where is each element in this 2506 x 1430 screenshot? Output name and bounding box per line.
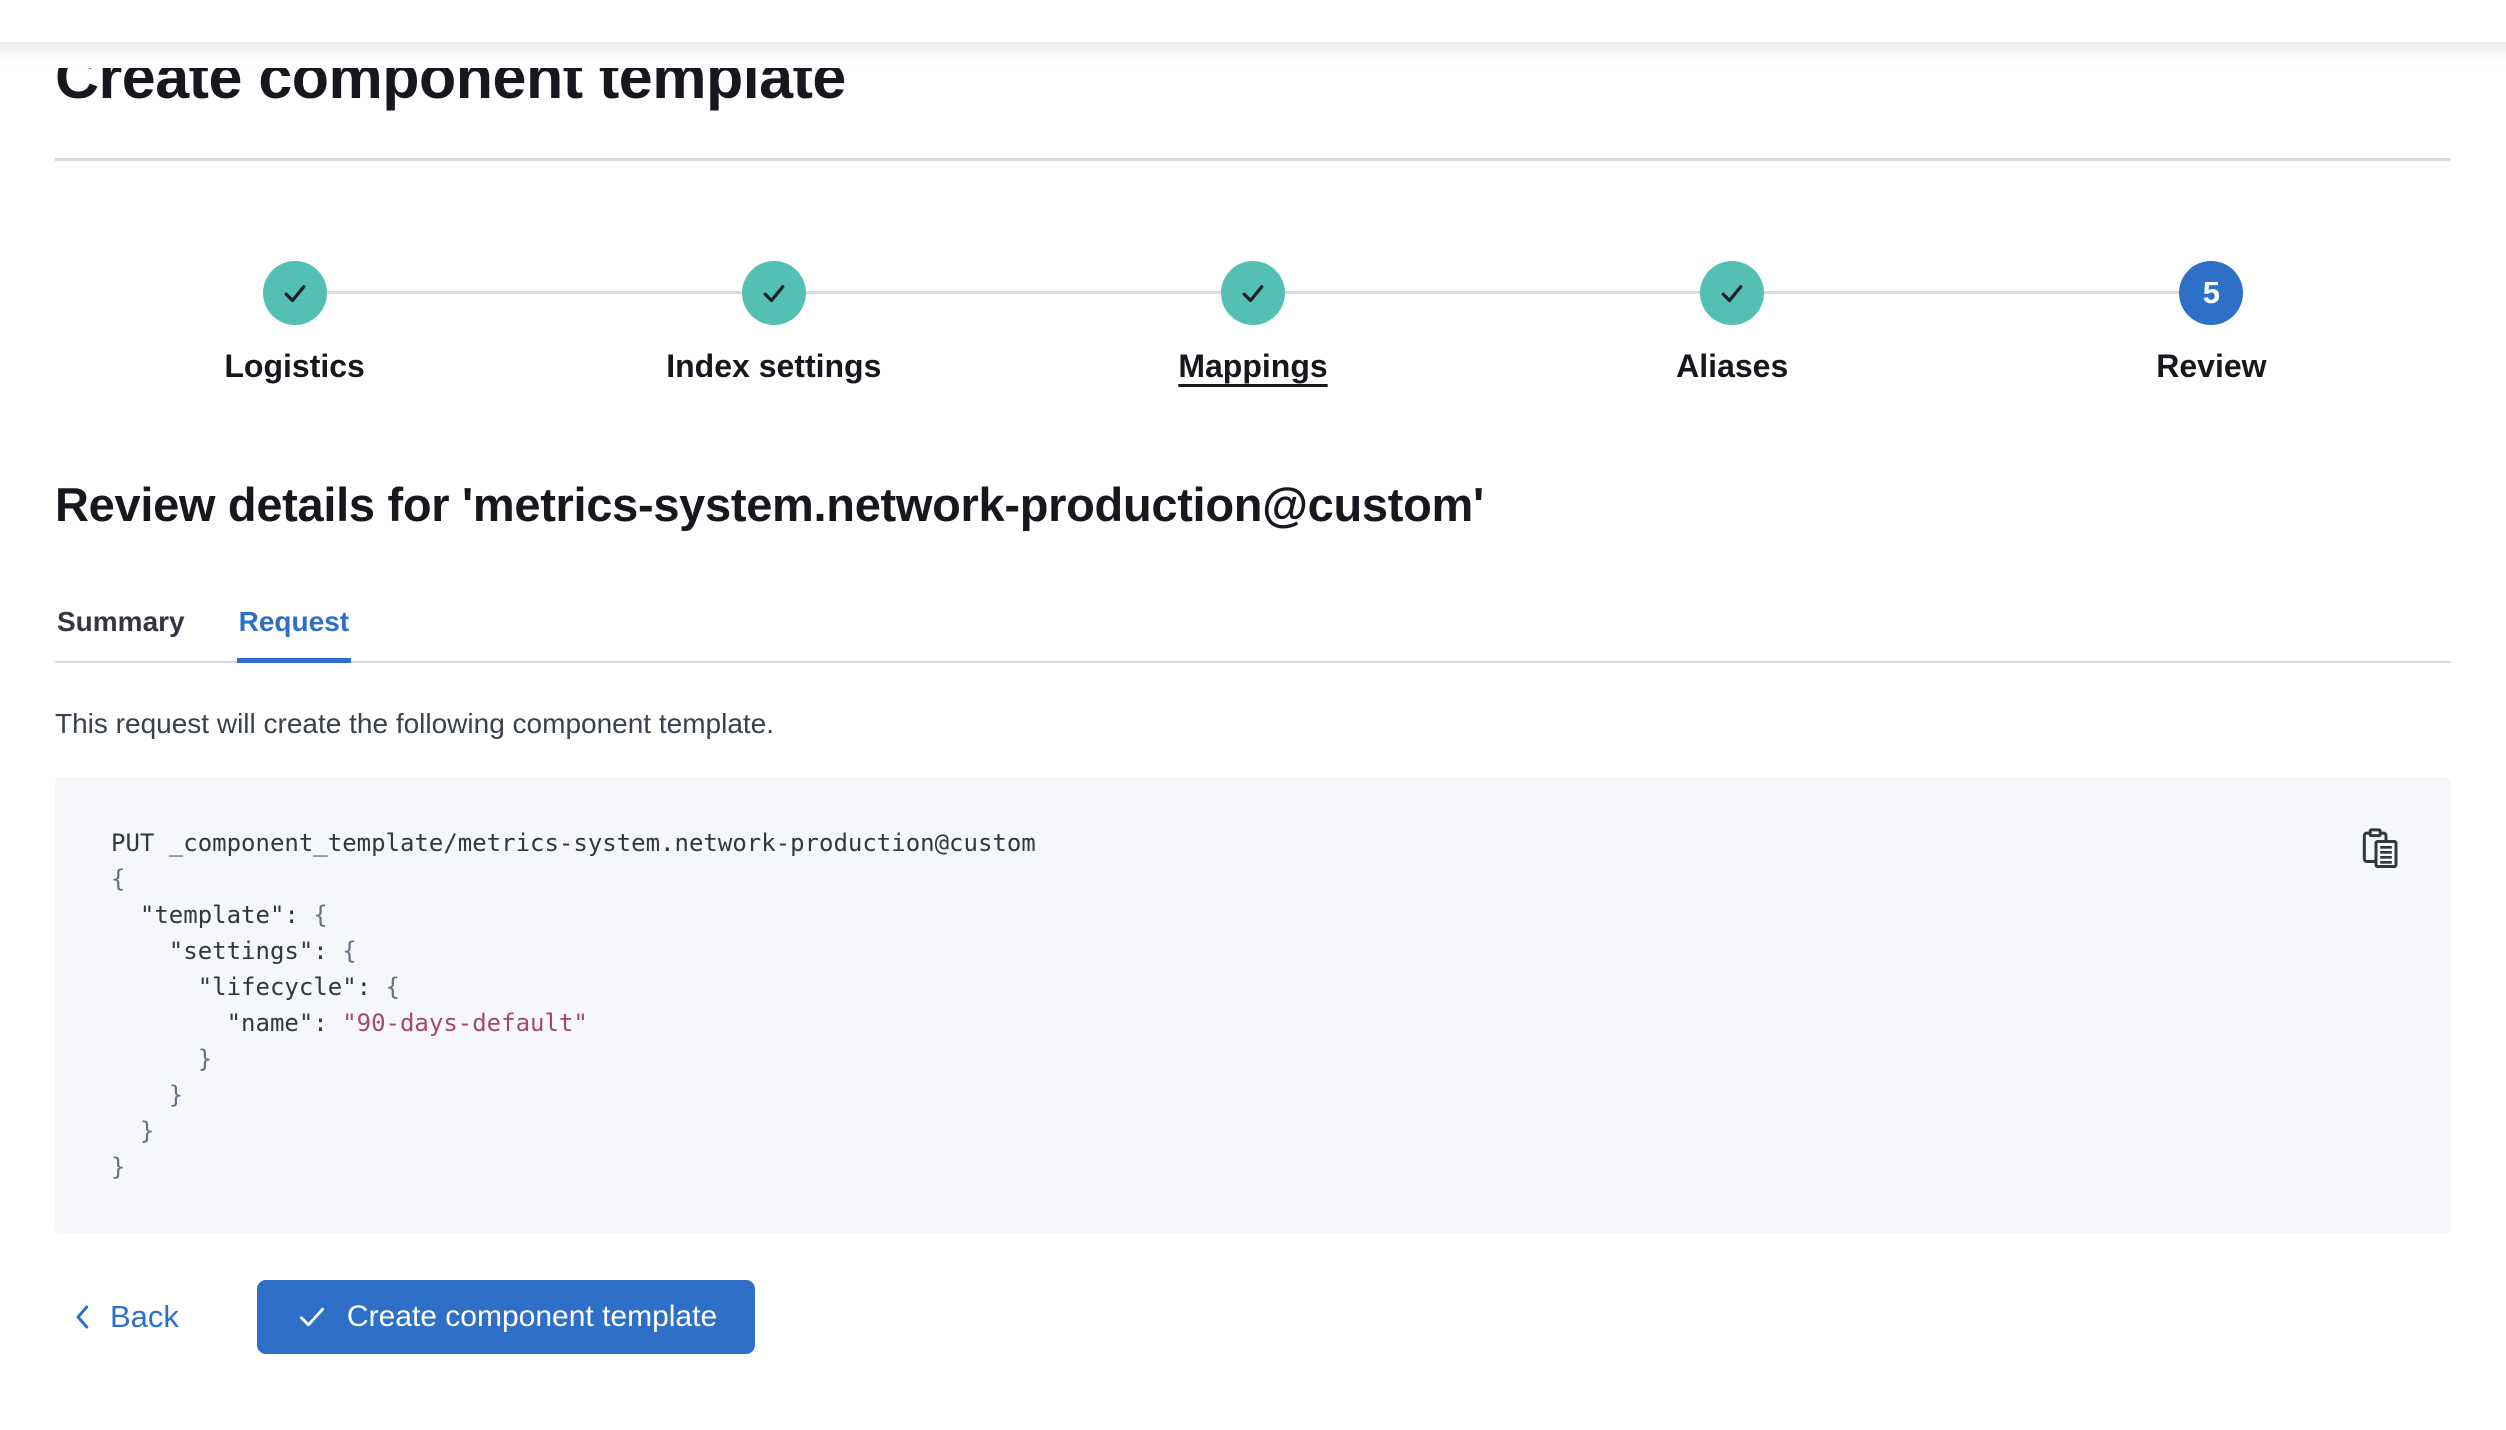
step-label: Mappings xyxy=(1178,348,1328,385)
step-circle-current: 5 xyxy=(2179,261,2244,326)
request-code: PUT _component_template/metrics-system.n… xyxy=(111,825,2395,1185)
check-icon xyxy=(299,1307,324,1327)
step-connector xyxy=(326,291,535,295)
review-tabs: Summary Request xyxy=(55,606,2451,664)
step-mappings[interactable]: Mappings xyxy=(1013,261,1493,385)
step-label: Index settings xyxy=(666,348,882,385)
step-connector xyxy=(1971,291,2180,295)
create-component-template-button[interactable]: Create component template xyxy=(256,1280,756,1355)
back-button[interactable]: Back xyxy=(71,1299,179,1335)
check-icon xyxy=(284,285,305,303)
chevron-left-icon xyxy=(76,1305,89,1329)
copy-clipboard-icon xyxy=(2362,828,2398,869)
horizontal-stepper: Logistics Index settings Mappings Alia xyxy=(55,261,2451,385)
review-details-heading: Review details for 'metrics-system.netwo… xyxy=(55,478,1484,532)
step-logistics[interactable]: Logistics xyxy=(55,261,535,385)
tab-request[interactable]: Request xyxy=(236,606,352,664)
check-icon xyxy=(1721,285,1743,303)
footer-actions: Back Create component template xyxy=(55,1280,2451,1355)
check-icon xyxy=(763,285,785,303)
code-line: } xyxy=(111,1045,213,1074)
request-description: This request will create the following c… xyxy=(55,708,775,740)
step-connector xyxy=(1285,291,1493,295)
create-button-label: Create component template xyxy=(346,1300,718,1334)
code-line: PUT _component_template/metrics-system.n… xyxy=(111,829,1036,858)
code-line: "settings": { xyxy=(111,937,357,966)
tab-summary[interactable]: Summary xyxy=(55,606,187,663)
step-label: Aliases xyxy=(1676,348,1789,385)
step-connector xyxy=(805,291,1014,295)
code-line: } xyxy=(111,1153,126,1182)
step-label: Review xyxy=(2156,348,2267,385)
step-index-settings[interactable]: Index settings xyxy=(534,261,1014,385)
back-button-label: Back xyxy=(110,1299,179,1335)
code-line: "template": { xyxy=(111,901,328,930)
step-circle-complete xyxy=(1221,261,1285,326)
code-line: } xyxy=(111,1081,184,1110)
step-circle-complete xyxy=(741,261,806,326)
copy-to-clipboard-button[interactable] xyxy=(2361,827,2401,871)
title-divider xyxy=(55,158,2451,162)
create-component-template-page: Create component template Logistics Inde… xyxy=(0,42,2506,1355)
check-icon xyxy=(1242,285,1264,303)
step-connector xyxy=(534,291,742,295)
request-code-block: PUT _component_template/metrics-system.n… xyxy=(55,777,2451,1234)
code-line: } xyxy=(111,1117,155,1146)
step-number: 5 xyxy=(2202,275,2221,311)
step-review[interactable]: 5 Review xyxy=(1971,261,2451,385)
step-aliases[interactable]: Aliases xyxy=(1492,261,1972,385)
code-line: "name": "90-days-default" xyxy=(111,1009,588,1038)
step-connector xyxy=(1492,291,1701,295)
step-connector xyxy=(1013,291,1221,295)
code-line: "lifecycle": { xyxy=(111,973,400,1002)
step-connector xyxy=(1764,291,1972,295)
step-circle-complete xyxy=(1700,261,1765,326)
step-label: Logistics xyxy=(224,348,365,385)
step-circle-complete xyxy=(262,261,327,326)
code-line: { xyxy=(111,865,126,894)
page-title: Create component template xyxy=(55,43,846,111)
